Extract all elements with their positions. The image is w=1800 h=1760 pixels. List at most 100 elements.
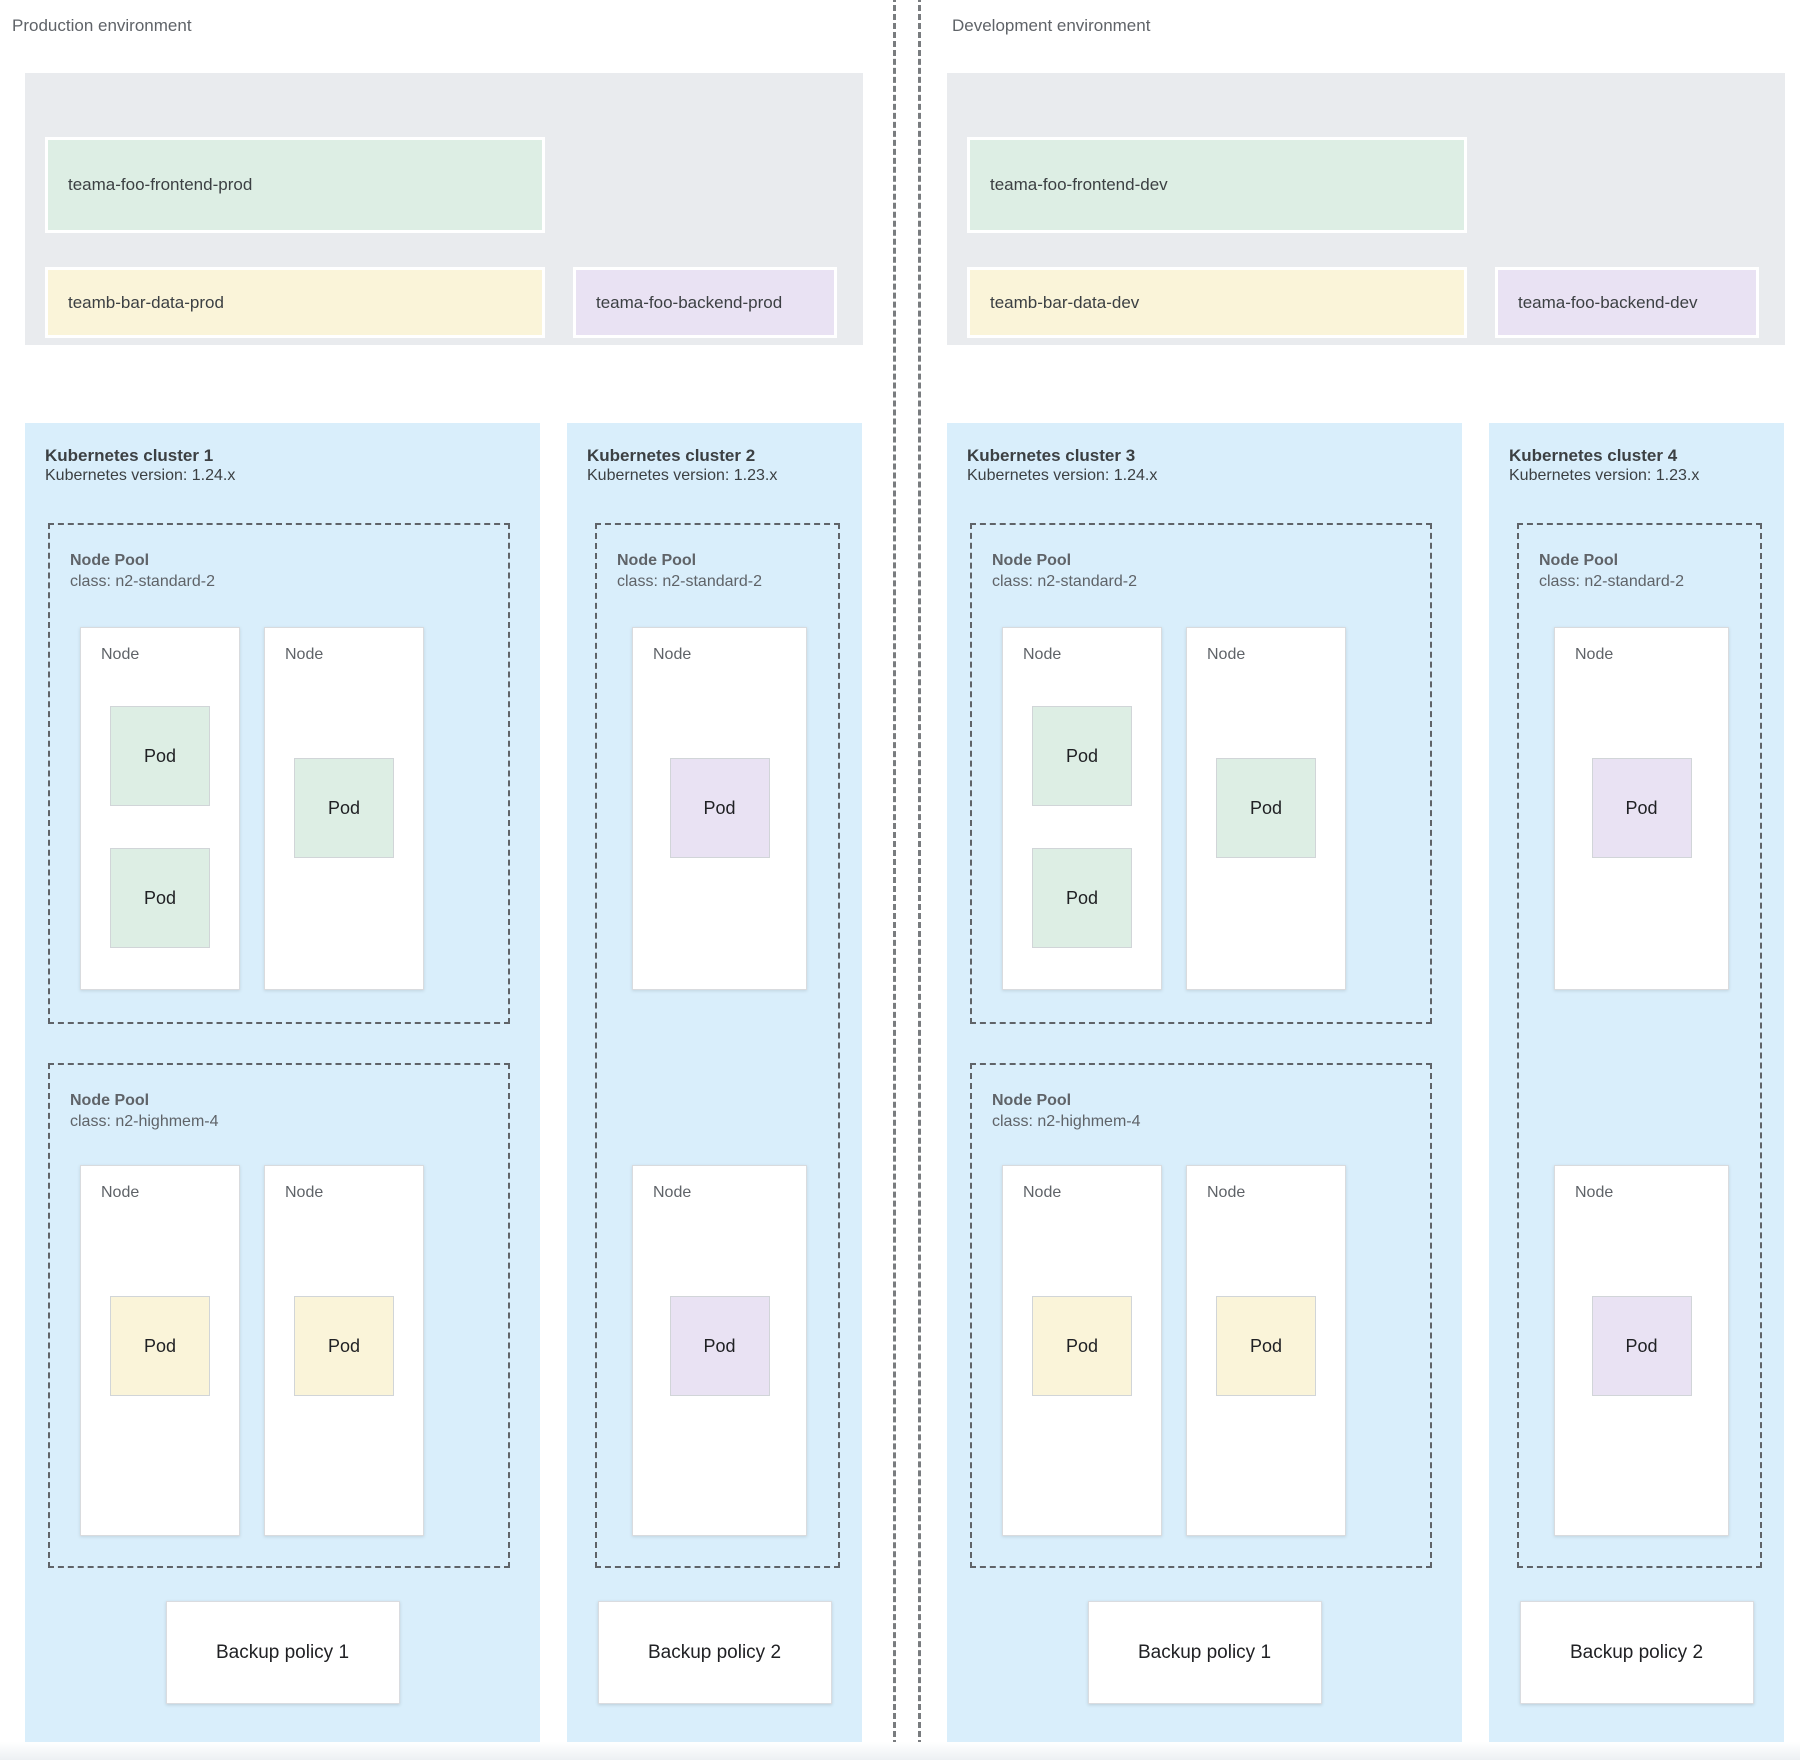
cluster-header: Kubernetes cluster 1 Kubernetes version: … xyxy=(45,445,235,486)
node-pool-machine-class: class: n2-standard-2 xyxy=(992,572,1137,590)
project-namespace-teama-foo-backend-prod: teama-foo-backend-prod xyxy=(573,267,837,338)
node-label: Node xyxy=(101,646,140,663)
cluster-title: Kubernetes cluster 4 xyxy=(1509,446,1678,465)
cluster-title: Kubernetes cluster 2 xyxy=(587,446,756,465)
node-label: Node xyxy=(1575,1184,1614,1201)
cluster-title: Kubernetes cluster 3 xyxy=(967,446,1136,465)
node-pool-header: Node Pool class: n2-standard-2 xyxy=(1539,551,1684,593)
node-label: Node xyxy=(1575,646,1614,663)
node-pool-title: Node Pool xyxy=(992,1092,1072,1109)
node-pool-header: Node Pool class: n2-standard-2 xyxy=(617,551,762,593)
backup-policy-1: Backup policy 1 xyxy=(1087,1601,1322,1704)
kubernetes-cluster-1: Kubernetes cluster 1 Kubernetes version: … xyxy=(25,423,540,1742)
node-label: Node xyxy=(653,1184,692,1201)
clusters-row: Kubernetes cluster 3 Kubernetes version: … xyxy=(947,423,1784,1742)
pod: Pod xyxy=(294,758,394,858)
pod: Pod xyxy=(110,706,210,806)
node-pool-header: Node Pool class: n2-highmem-4 xyxy=(992,1091,1141,1133)
pod: Pod xyxy=(1591,758,1692,858)
pod: Pod xyxy=(294,1296,394,1396)
node-pool-header: Node Pool class: n2-highmem-4 xyxy=(70,1091,219,1133)
project-namespace-label: teama-foo-backend-prod xyxy=(596,292,783,312)
pod: Pod xyxy=(1032,706,1132,806)
node-pool-title: Node Pool xyxy=(992,552,1072,569)
clusters-row: Kubernetes cluster 1 Kubernetes version: … xyxy=(25,423,862,1742)
project-namespace-label: teama-foo-backend-dev xyxy=(1518,292,1698,312)
pod: Pod xyxy=(1216,758,1316,858)
project-namespace-teamb-bar-data-dev: teamb-bar-data-dev xyxy=(967,267,1467,338)
backup-policy-2: Backup policy 2 xyxy=(597,1601,832,1704)
node-pool-machine-class: class: n2-standard-2 xyxy=(70,572,215,590)
cluster-header: Kubernetes cluster 3 Kubernetes version: … xyxy=(967,445,1157,486)
kubernetes-cluster-4: Kubernetes cluster 4 Kubernetes version: … xyxy=(1489,423,1784,1742)
cluster-version: Kubernetes version: 1.23.x xyxy=(587,467,778,485)
cluster-title: Kubernetes cluster 1 xyxy=(45,446,214,465)
node-pool-title: Node Pool xyxy=(1539,552,1619,569)
environment-divider-line xyxy=(893,0,896,1760)
environment-divider-line xyxy=(918,0,921,1760)
node-pool-title: Node Pool xyxy=(617,552,697,569)
pod: Pod xyxy=(1216,1296,1316,1396)
project-namespace-label: teama-foo-frontend-prod xyxy=(68,175,253,194)
node-label: Node xyxy=(285,646,324,663)
project-namespace-label: teama-foo-frontend-dev xyxy=(990,175,1168,194)
project-namespace-label: teamb-bar-data-dev xyxy=(990,292,1140,312)
pod: Pod xyxy=(110,1296,210,1396)
node-label: Node xyxy=(285,1184,324,1201)
projects-box: Projects (namespaces) teama-foo-frontend… xyxy=(25,73,863,345)
kubernetes-cluster-2: Kubernetes cluster 2 Kubernetes version: … xyxy=(567,423,862,1742)
node-pool-header: Node Pool class: n2-standard-2 xyxy=(992,551,1137,593)
pod: Pod xyxy=(669,1296,770,1396)
node-pool-machine-class: class: n2-standard-2 xyxy=(617,572,762,590)
node-pool-machine-class: class: n2-highmem-4 xyxy=(992,1112,1141,1130)
pod: Pod xyxy=(669,758,770,858)
projects-box: Projects (namespaces) teama-foo-frontend… xyxy=(947,73,1785,345)
backup-policy-2: Backup policy 2 xyxy=(1519,1601,1754,1704)
production-environment: Production environment Projects (namespa… xyxy=(12,0,863,1760)
cluster-version: Kubernetes version: 1.24.x xyxy=(45,467,236,485)
project-namespace-teama-foo-frontend-prod: teama-foo-frontend-prod xyxy=(45,137,545,233)
pod: Pod xyxy=(1032,848,1132,948)
development-environment: Development environment Projects (namesp… xyxy=(947,0,1785,1760)
pod: Pod xyxy=(110,848,210,948)
node-label: Node xyxy=(1023,646,1062,663)
node-pool-title: Node Pool xyxy=(70,1092,150,1109)
project-namespace-teama-foo-frontend-dev: teama-foo-frontend-dev xyxy=(967,137,1467,233)
backup-policy-1: Backup policy 1 xyxy=(165,1601,400,1704)
project-namespace-teamb-bar-data-prod: teamb-bar-data-prod xyxy=(45,267,545,338)
cluster-version: Kubernetes version: 1.24.x xyxy=(967,467,1158,485)
cluster-version: Kubernetes version: 1.23.x xyxy=(1509,467,1700,485)
node-label: Node xyxy=(1207,646,1246,663)
project-namespace-teama-foo-backend-dev: teama-foo-backend-dev xyxy=(1495,267,1759,338)
node-label: Node xyxy=(1023,1184,1062,1201)
node-pool-header: Node Pool class: n2-standard-2 xyxy=(70,551,215,593)
kubernetes-cluster-3: Kubernetes cluster 3 Kubernetes version: … xyxy=(947,423,1462,1742)
project-namespace-label: teamb-bar-data-prod xyxy=(68,292,224,312)
node-label: Node xyxy=(1207,1184,1246,1201)
node-pool-machine-class: class: n2-standard-2 xyxy=(1539,572,1684,590)
node-pool-title: Node Pool xyxy=(70,552,150,569)
node-pool-machine-class: class: n2-highmem-4 xyxy=(70,1112,219,1130)
environment-label: Development environment xyxy=(952,16,1151,35)
node-label: Node xyxy=(101,1184,140,1201)
environment-label: Production environment xyxy=(12,16,192,35)
node-label: Node xyxy=(653,646,692,663)
pod: Pod xyxy=(1591,1296,1692,1396)
cluster-header: Kubernetes cluster 2 Kubernetes version: … xyxy=(587,445,777,486)
